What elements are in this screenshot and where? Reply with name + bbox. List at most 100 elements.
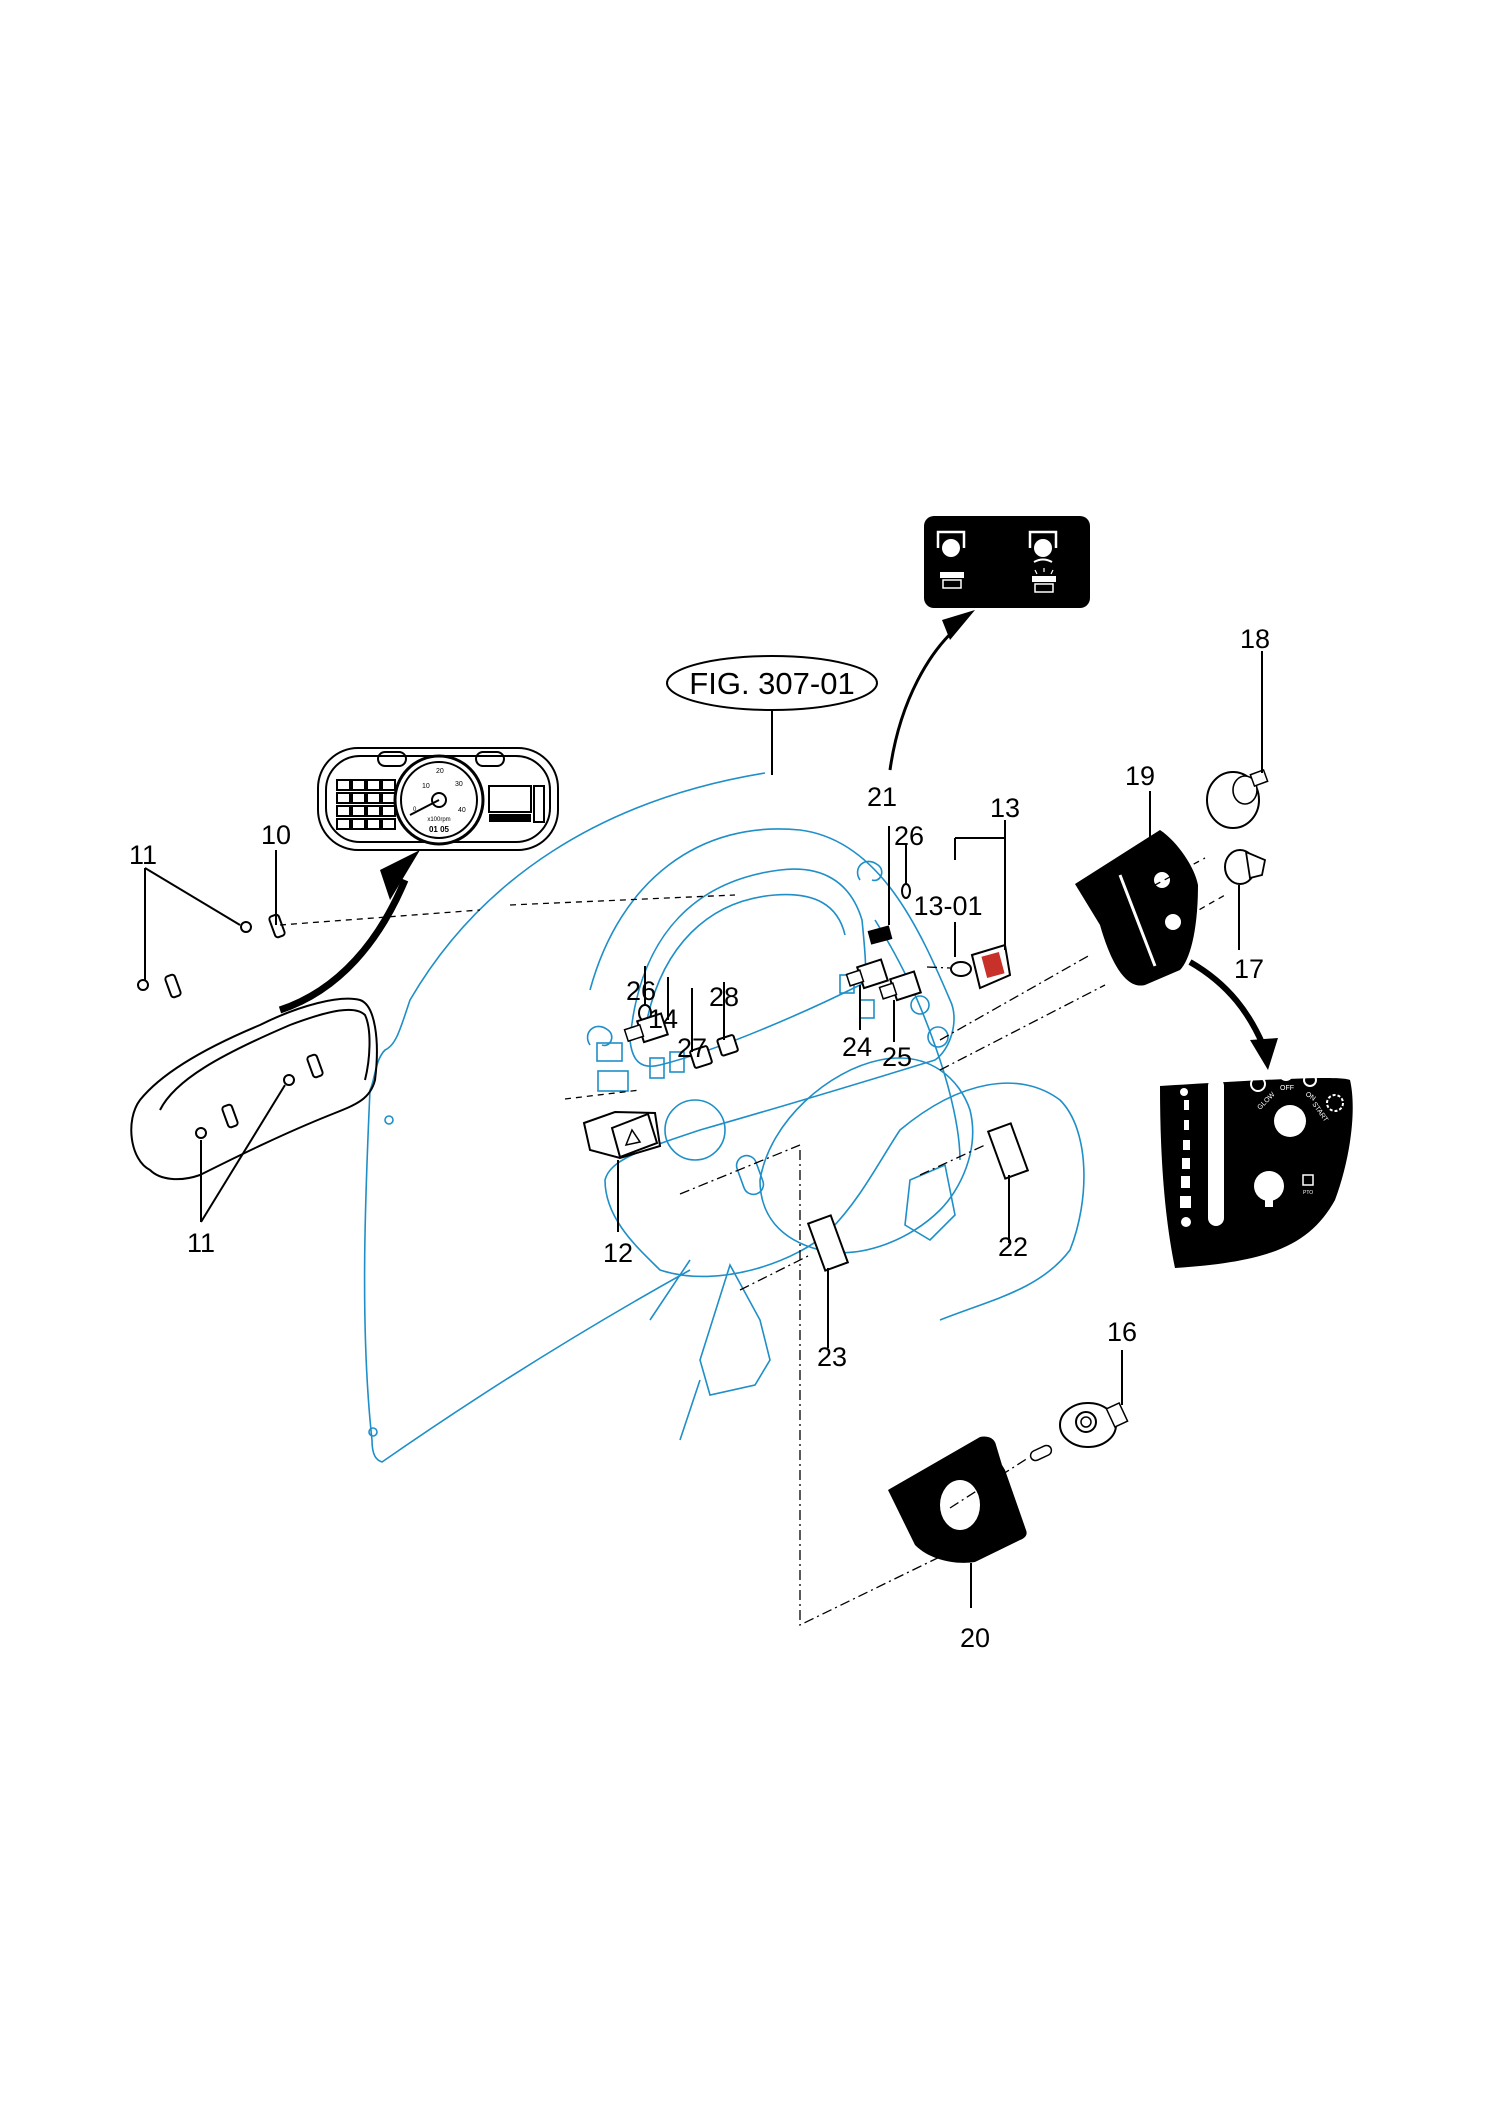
- cluster-mount-tab: [221, 1103, 239, 1129]
- callout-26[interactable]: 26: [894, 821, 924, 851]
- figure-reference[interactable]: FIG. 307-01: [666, 655, 878, 775]
- hazard-switch[interactable]: [582, 1110, 662, 1160]
- callout-10[interactable]: 10: [261, 820, 291, 850]
- rabbit-icon: [1181, 1217, 1191, 1227]
- panel-edge-line: [679, 1379, 701, 1441]
- instrument-cluster[interactable]: [130, 913, 378, 1181]
- panel-switch-cutout: [597, 1070, 629, 1092]
- turn-right-indicator: [475, 751, 505, 767]
- panel-edge-line: [649, 1259, 691, 1321]
- lamp-lens: [981, 952, 1005, 978]
- callout-14[interactable]: 14: [648, 1004, 678, 1034]
- hazard-triangle-icon: [624, 1128, 642, 1147]
- callout-25[interactable]: 25: [882, 1042, 912, 1072]
- bezel-left[interactable]: [806, 1214, 850, 1272]
- screw-icon: [195, 1127, 207, 1139]
- callout-22[interactable]: 22: [998, 1232, 1028, 1262]
- alignment-line: [1189, 894, 1226, 916]
- rocker-switch-upper[interactable]: [845, 958, 890, 990]
- warning-lamp-grid: [336, 779, 396, 830]
- callout-16[interactable]: 16: [1107, 1317, 1137, 1347]
- detail-arrow: [278, 878, 409, 1014]
- panel-cluster-inner: [644, 893, 846, 1031]
- callout-labels: 10 11 11 12 13 13-01 14 16 17 18 19 20 2…: [129, 624, 1270, 1653]
- callout-13-01[interactable]: 13-01: [913, 891, 982, 921]
- callout-11[interactable]: 11: [187, 1228, 215, 1258]
- screw-icon: [283, 1074, 295, 1086]
- switch-decal-panel[interactable]: [1075, 830, 1198, 986]
- alignment-line: [1154, 857, 1206, 886]
- callout-18[interactable]: 18: [1240, 624, 1270, 654]
- panel-mount-hole: [384, 1115, 394, 1125]
- callout-28[interactable]: 28: [709, 982, 739, 1012]
- alignment-line: [564, 1089, 641, 1100]
- panel-round-hole: [664, 1099, 726, 1161]
- cluster-detail-inset: 10 20 30 40 0 x100rpm 01 05: [317, 747, 559, 851]
- rocker-switch-left[interactable]: [623, 1012, 670, 1044]
- callout-13[interactable]: 13: [990, 793, 1020, 823]
- panel-switch-cutout: [649, 1057, 665, 1079]
- gauge-tick-10: 10: [422, 783, 430, 790]
- callout-23[interactable]: 23: [817, 1342, 847, 1372]
- turtle-icon: [1180, 1088, 1188, 1096]
- throttle-slot: [1208, 1078, 1224, 1226]
- arrow-head-icon: [942, 610, 975, 640]
- callout-26[interactable]: 26: [626, 976, 656, 1006]
- pto-decal-inset: [924, 516, 1090, 608]
- panel-steering-cutout: [759, 1057, 974, 1254]
- ignition-switch[interactable]: [1206, 769, 1269, 829]
- rocker-switch-lower[interactable]: [878, 970, 923, 1002]
- hour-meter-display: 01 05: [429, 825, 450, 834]
- throttle-slot: [1118, 874, 1157, 967]
- o-ring-right[interactable]: [901, 883, 911, 899]
- alignment-line: [919, 1144, 986, 1176]
- panel-lower-left-bracket: [699, 1262, 771, 1396]
- ignition-key-hole: [1274, 1105, 1306, 1137]
- decal-detail-arrow: [1188, 959, 1266, 1047]
- arrow-head-icon: [1250, 1038, 1278, 1070]
- range-display-bar: [489, 814, 531, 822]
- callout-27[interactable]: 27: [677, 1033, 707, 1063]
- pto-knob-hole: [1254, 1171, 1284, 1201]
- pto-knob[interactable]: [1224, 849, 1267, 885]
- callout-17[interactable]: 17: [1234, 954, 1264, 984]
- cluster-alignment-line: [509, 894, 736, 906]
- rotary-switch[interactable]: [1029, 1401, 1129, 1462]
- panel-lower-right-bracket: [904, 1163, 956, 1242]
- position-on: ON: [1304, 1091, 1317, 1103]
- callout-11[interactable]: 11: [129, 840, 157, 870]
- engine-start-icon: [1303, 1073, 1317, 1087]
- gauge-tick-20: 20: [436, 768, 444, 775]
- switch-cap-b[interactable]: [716, 1034, 739, 1057]
- panel-knob-hole: [910, 995, 930, 1015]
- callout-20[interactable]: 20: [960, 1623, 990, 1653]
- callout-12[interactable]: 12: [603, 1238, 633, 1268]
- tachometer-needle: [409, 799, 440, 816]
- cluster-alignment-line: [279, 909, 481, 926]
- panel-switch-cutout: [596, 1042, 623, 1062]
- pto-indicator-decal[interactable]: [867, 925, 893, 945]
- gauge-unit: x100rpm: [427, 817, 450, 823]
- pto-label: PTO: [1303, 1190, 1313, 1196]
- stop-icon: [1279, 1067, 1293, 1081]
- rotary-switch-decal[interactable]: [888, 1436, 1027, 1563]
- arrow-head-icon: [380, 850, 420, 900]
- panel-hook-left: [586, 1025, 613, 1047]
- callout-19[interactable]: 19: [1125, 761, 1155, 791]
- dashboard-panel: [363, 772, 1085, 1463]
- screw-icon: [240, 921, 252, 933]
- fuel-gauge: [533, 785, 545, 823]
- turn-left-indicator: [377, 751, 407, 767]
- gauge-tick-40: 40: [458, 807, 466, 814]
- panel-cluster-opening: [629, 868, 867, 1067]
- switch-cap-a[interactable]: [689, 1045, 713, 1069]
- bezel-right[interactable]: [986, 1122, 1030, 1180]
- warning-lamp-assembly[interactable]: [970, 943, 1012, 990]
- callout-21[interactable]: 21: [867, 782, 897, 812]
- lamp-bulb[interactable]: [950, 961, 972, 977]
- panel-knob-hole: [927, 1026, 949, 1048]
- screws[interactable]: [137, 921, 295, 1139]
- cluster-mount-tab: [306, 1053, 324, 1079]
- callout-24[interactable]: 24: [842, 1032, 872, 1062]
